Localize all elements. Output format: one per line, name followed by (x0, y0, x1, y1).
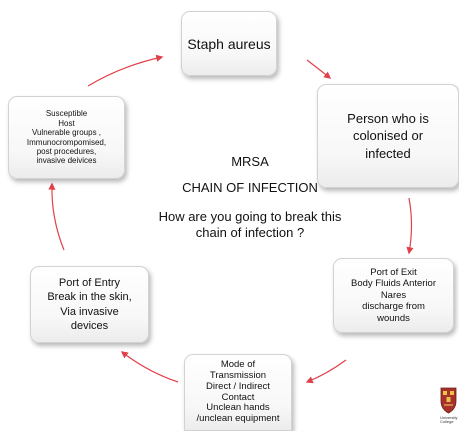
node-susceptible-host: Susceptible Host Vulnerable groups , Imm… (8, 96, 125, 179)
node-mode-of-transmission: Mode of Transmission Direct / Indirect C… (184, 354, 292, 431)
university-crest-icon (440, 387, 457, 414)
logo-caption: University College (440, 415, 458, 425)
node-staph-aureus: Staph aureus (181, 11, 277, 76)
arrow-staph-to-person (306, 59, 332, 79)
arrow-mode-to-entry (120, 351, 179, 383)
diagram-title: MRSA (231, 154, 269, 169)
arrow-entry-to-host (48, 182, 65, 251)
arrow-host-to-staph (87, 54, 164, 87)
diagram-question: How are you going to break this chain of… (158, 209, 342, 240)
node-port-of-exit: Port of Exit Body Fluids Anterior Nares … (333, 258, 454, 333)
arrow-person-to-exit (406, 197, 414, 255)
diagram-subtitle: CHAIN OF INFECTION (182, 180, 318, 195)
node-person-colonised: Person who is colonised or infected (317, 84, 459, 188)
arrow-exit-to-mode (305, 359, 347, 384)
node-port-of-entry: Port of Entry Break in the skin, Via inv… (30, 266, 149, 343)
